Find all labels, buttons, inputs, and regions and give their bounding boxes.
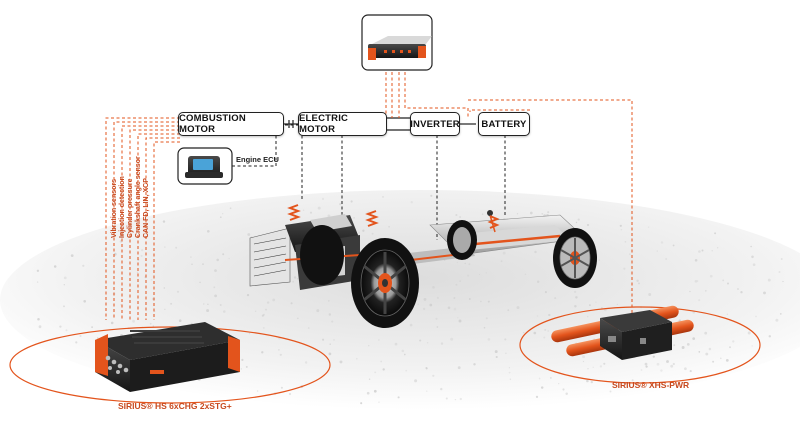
left-device <box>95 322 240 392</box>
signal-label: Injection detection <box>119 176 126 238</box>
top-device-thumbnail <box>361 14 433 71</box>
right-device <box>551 305 694 360</box>
battery-block: BATTERY <box>478 112 530 136</box>
right-device-ring <box>519 306 761 384</box>
inverter-block: INVERTER <box>410 112 460 136</box>
left-device-label: SIRIUS® HS 6xCHG 2xSTG+ <box>118 401 232 411</box>
solid-connectors <box>284 117 476 131</box>
electric-motor-block: ELECTRIC MOTOR <box>298 112 387 136</box>
engine-ecu-label: Engine ECU <box>236 155 279 164</box>
orange-connections <box>105 72 633 330</box>
signal-label: CAN FD, LIN, XCP <box>143 178 150 238</box>
combustion-motor-block: COMBUSTION MOTOR <box>178 112 284 136</box>
signal-label: Vibration sensors <box>111 178 118 238</box>
engine-ecu-device <box>177 147 233 185</box>
right-device-label: SIRIUS® XHS-PWR <box>612 380 690 390</box>
signal-label: Crankshaft angle sensor <box>135 156 142 238</box>
front-right-wheel <box>351 238 419 328</box>
rear-left-wheel <box>553 228 597 288</box>
rear-right-wheel <box>447 220 477 260</box>
front-left-wheel <box>300 225 344 285</box>
signal-label: Cylinder pressure <box>127 178 134 238</box>
left-device-ring <box>9 326 331 404</box>
